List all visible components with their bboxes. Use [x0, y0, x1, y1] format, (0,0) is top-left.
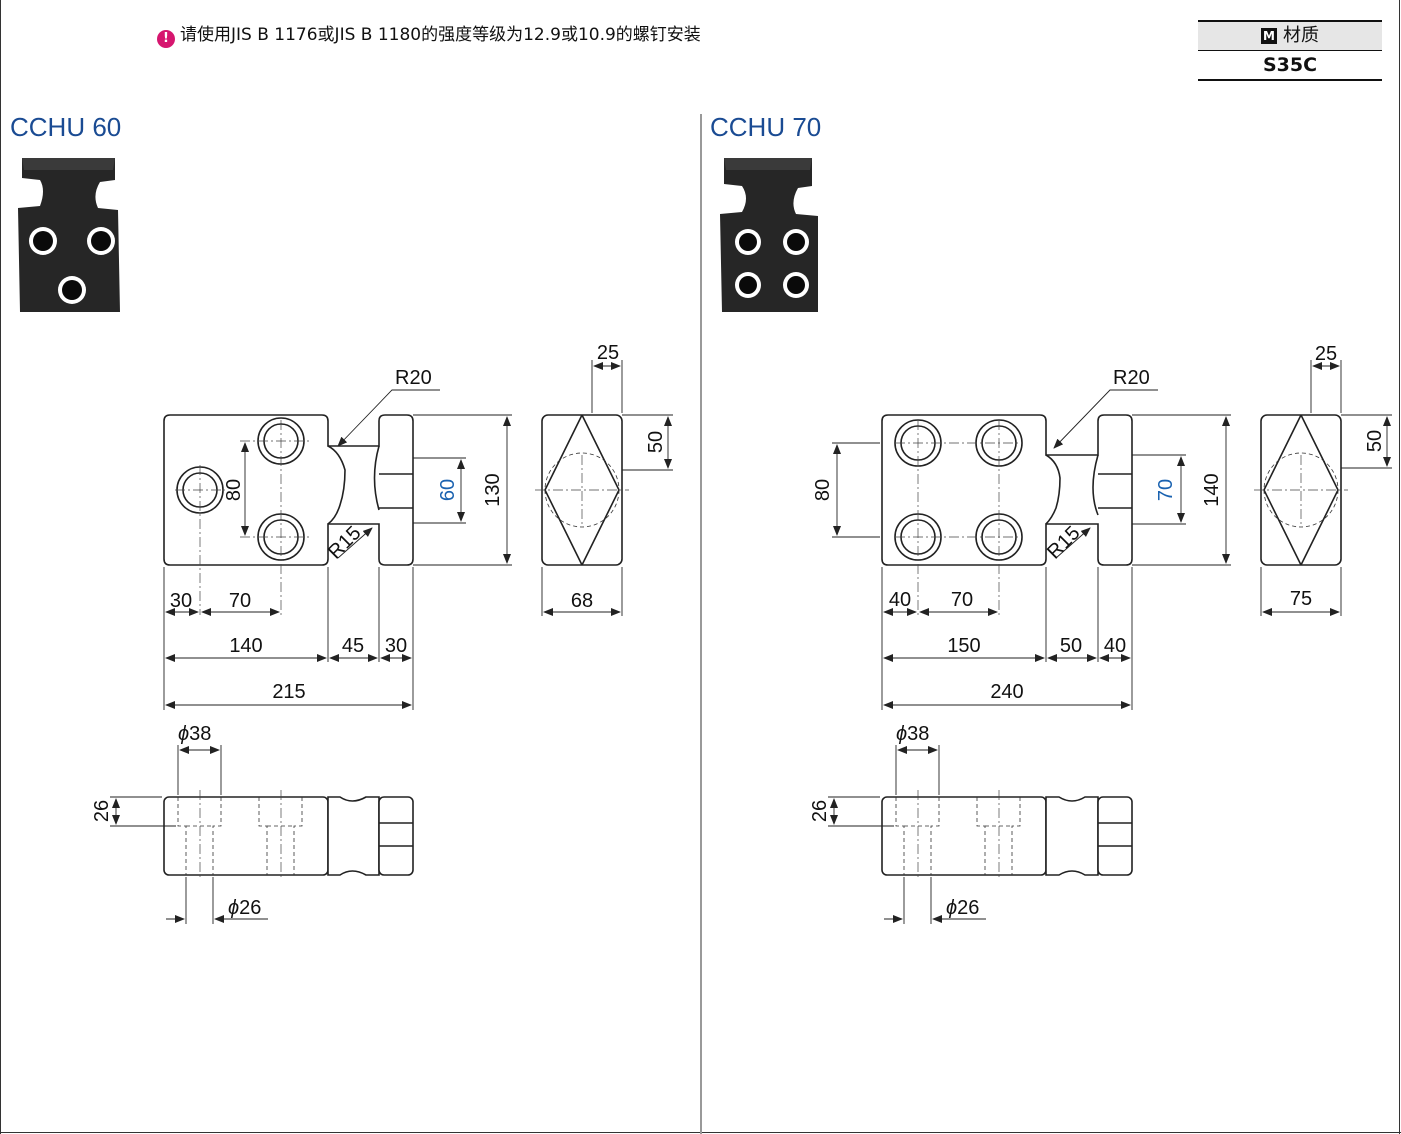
right-dim-70: 70: [951, 589, 973, 611]
right-dim-80: 80: [812, 479, 834, 501]
left-dim-80: 80: [223, 479, 245, 501]
material-badge-icon: M: [1261, 28, 1277, 44]
left-dim-phi38: ϕ38: [178, 723, 211, 745]
right-dim-r20: R20: [1113, 367, 1150, 389]
left-dim-30a: 30: [170, 590, 192, 612]
material-value: S35C: [1198, 51, 1382, 81]
left-dim-70: 70: [229, 590, 251, 612]
page-frame-left: [0, 0, 1, 1134]
left-dim-50: 50: [645, 431, 667, 453]
right-dim-r15: R15: [1043, 522, 1085, 564]
material-header: M 材质: [1198, 20, 1382, 51]
right-dim-240: 240: [990, 681, 1023, 703]
left-dim-25: 25: [597, 342, 619, 364]
right-dim-25: 25: [1315, 343, 1337, 365]
left-dim-45: 45: [342, 635, 364, 657]
left-dim-130: 130: [482, 473, 504, 506]
installation-note: ! 请使用JIS B 1176或JIS B 1180的强度等级为12.9或10.9…: [157, 20, 701, 48]
left-model-title: CCHU 60: [10, 112, 122, 142]
right-model-title: CCHU 70: [710, 112, 822, 142]
right-dim-140v: 140: [1201, 473, 1223, 506]
right-product-photo: [720, 158, 818, 312]
page-frame-right: [1399, 0, 1400, 1134]
section-divider: [700, 114, 702, 1134]
left-dim-r15: R15: [324, 522, 366, 564]
left-dim-phi26: ϕ26: [228, 897, 261, 919]
right-bottom-view: ϕ38 ϕ26 26: [809, 723, 1133, 924]
left-front-view: 80 60 130 R20 R15 30 70: [163, 367, 512, 710]
left-bottom-view: ϕ38 ϕ26 26: [91, 723, 414, 924]
left-dim-215: 215: [272, 681, 305, 703]
warning-icon: !: [157, 30, 175, 48]
right-front-view: 80 70 140 R20 R15 40 70: [812, 367, 1231, 710]
left-dim-60: 60: [437, 479, 459, 501]
material-header-label: 材质: [1283, 25, 1319, 46]
left-dim-68: 68: [571, 590, 593, 612]
right-dim-phi38: ϕ38: [896, 723, 929, 745]
right-dim-phi26: ϕ26: [946, 897, 979, 919]
left-dim-r20: R20: [395, 367, 432, 389]
right-dim-75: 75: [1290, 588, 1312, 610]
right-dim-40a: 40: [889, 589, 911, 611]
installation-note-text: 请使用JIS B 1176或JIS B 1180的强度等级为12.9或10.9的…: [180, 25, 701, 45]
left-side-view: 25 50 68: [535, 342, 673, 616]
right-dim-50h: 50: [1060, 635, 1082, 657]
left-dim-140: 140: [229, 635, 262, 657]
left-product-photo: [18, 158, 120, 312]
left-dim-30b: 30: [385, 635, 407, 657]
material-table: M 材质 S35C: [1198, 20, 1382, 82]
left-dim-26: 26: [91, 800, 113, 822]
right-dim-150: 150: [947, 635, 980, 657]
right-dim-50: 50: [1364, 430, 1386, 452]
right-dim-40b: 40: [1104, 635, 1126, 657]
right-dim-26: 26: [809, 800, 831, 822]
right-dim-70v: 70: [1155, 479, 1177, 501]
right-side-view: 25 50 75: [1254, 343, 1392, 616]
